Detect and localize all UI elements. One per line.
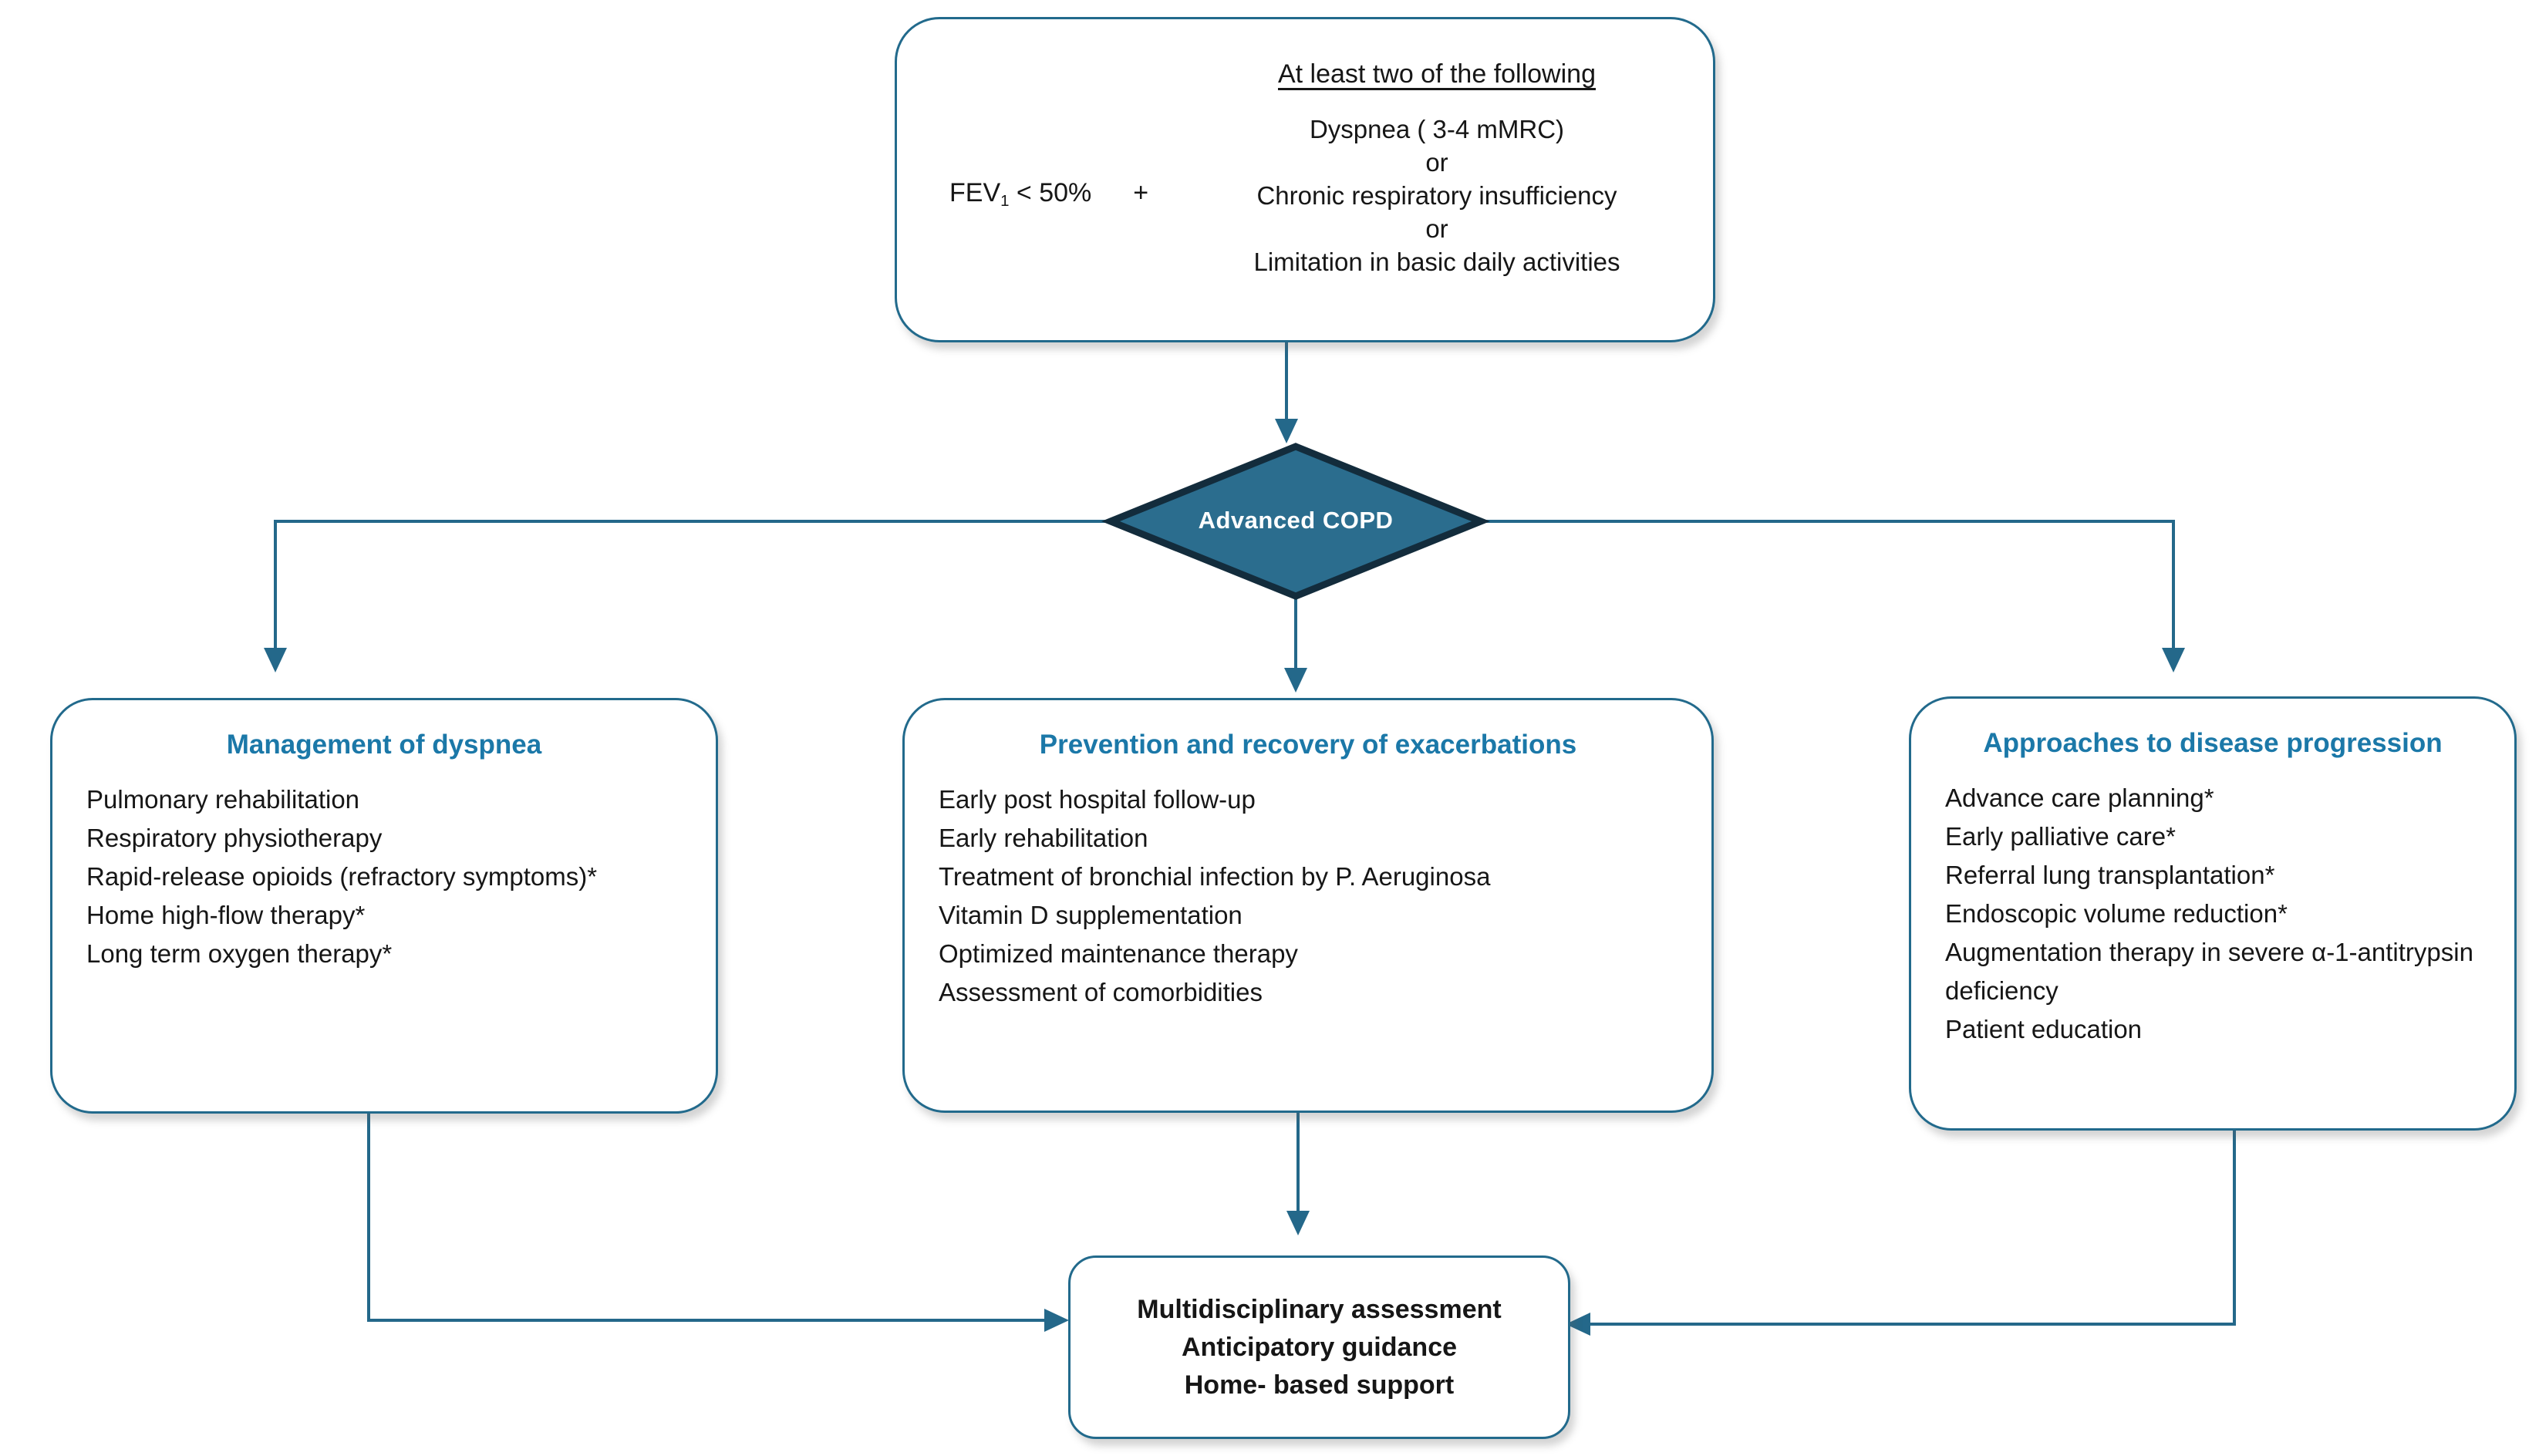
criteria-heading: At least two of the following bbox=[1277, 59, 1596, 89]
fev-threshold: < 50% bbox=[1009, 178, 1092, 207]
list-item: Rapid-release opioids (refractory sympto… bbox=[86, 862, 598, 891]
list-item: Early palliative care* bbox=[1945, 822, 2176, 851]
box-management-of-dyspnea: Management of dyspnea Pulmonary rehabili… bbox=[50, 698, 718, 1114]
list-item: Optimized maintenance therapy bbox=[939, 939, 1298, 968]
criteria-box: FEV1 < 50% + At least two of the followin… bbox=[895, 17, 1715, 342]
criteria-line: or bbox=[1425, 214, 1448, 243]
list-item: Early rehabilitation bbox=[939, 824, 1148, 852]
criteria-line: Dyspnea ( 3-4 mMRC) bbox=[1309, 115, 1565, 143]
list-item: Respiratory physiotherapy bbox=[86, 824, 383, 852]
fev-label: FEV bbox=[949, 178, 1001, 207]
criteria-line: Chronic respiratory insufficiency bbox=[1256, 181, 1617, 210]
list-item: Long term oxygen therapy* bbox=[86, 939, 393, 968]
list-item: Early post hospital follow-up bbox=[939, 785, 1256, 814]
criteria-line: Limitation in basic daily activities bbox=[1253, 248, 1620, 276]
plus-sign: + bbox=[1133, 178, 1149, 207]
arrow-diamond-to-left-box bbox=[264, 520, 1111, 672]
decision-diamond bbox=[1101, 443, 1491, 600]
box-approaches-disease-progression: Approaches to disease progression Advanc… bbox=[1909, 696, 2517, 1131]
outcome-line: Anticipatory guidance bbox=[1181, 1332, 1458, 1362]
diamond-label: Advanced COPD bbox=[1198, 507, 1394, 534]
box-title: Approaches to disease progression bbox=[1983, 728, 2443, 758]
criteria-column: At least two of the following Dyspnea ( … bbox=[1213, 59, 1661, 278]
diamond-shape bbox=[1101, 443, 1491, 600]
box-title: Prevention and recovery of exacerbations bbox=[1039, 730, 1577, 760]
list-item: Endoscopic volume reduction* bbox=[1945, 899, 2288, 928]
criteria-line: or bbox=[1425, 148, 1448, 177]
box-title: Management of dyspnea bbox=[226, 730, 542, 760]
list-item: Patient education bbox=[1945, 1015, 2143, 1043]
list-item: Treatment of bronchial infection by P. A… bbox=[939, 862, 1491, 891]
list-item: Referral lung transplantation* bbox=[1945, 861, 2275, 889]
list-item: Assessment of comorbidities bbox=[939, 978, 1263, 1006]
list-item: Vitamin D supplementation bbox=[939, 901, 1243, 929]
box-prevention-recovery-exacerbations: Prevention and recovery of exacerbations… bbox=[902, 698, 1714, 1113]
list-item: Advance care planning* bbox=[1945, 784, 2214, 812]
list-item: Pulmonary rehabilitation bbox=[86, 785, 360, 814]
outcome-line: Home- based support bbox=[1184, 1370, 1455, 1400]
arrow-right-box-to-bottom-box bbox=[1566, 1127, 2236, 1336]
fev-subscript: 1 bbox=[1000, 193, 1010, 211]
list-item: Home high-flow therapy* bbox=[86, 901, 366, 929]
box-items: Advance care planning* Early palliative c… bbox=[1945, 779, 2479, 1049]
fev-criterion: FEV1 < 50% + bbox=[949, 178, 1148, 211]
arrow-left-box-to-bottom-box bbox=[367, 1110, 1069, 1332]
arrow-diamond-to-right-box bbox=[1481, 520, 2185, 672]
outcome-line: Multidisciplinary assessment bbox=[1137, 1294, 1502, 1324]
list-item: Augmentation therapy in severe α-1-antit… bbox=[1945, 938, 2473, 1005]
